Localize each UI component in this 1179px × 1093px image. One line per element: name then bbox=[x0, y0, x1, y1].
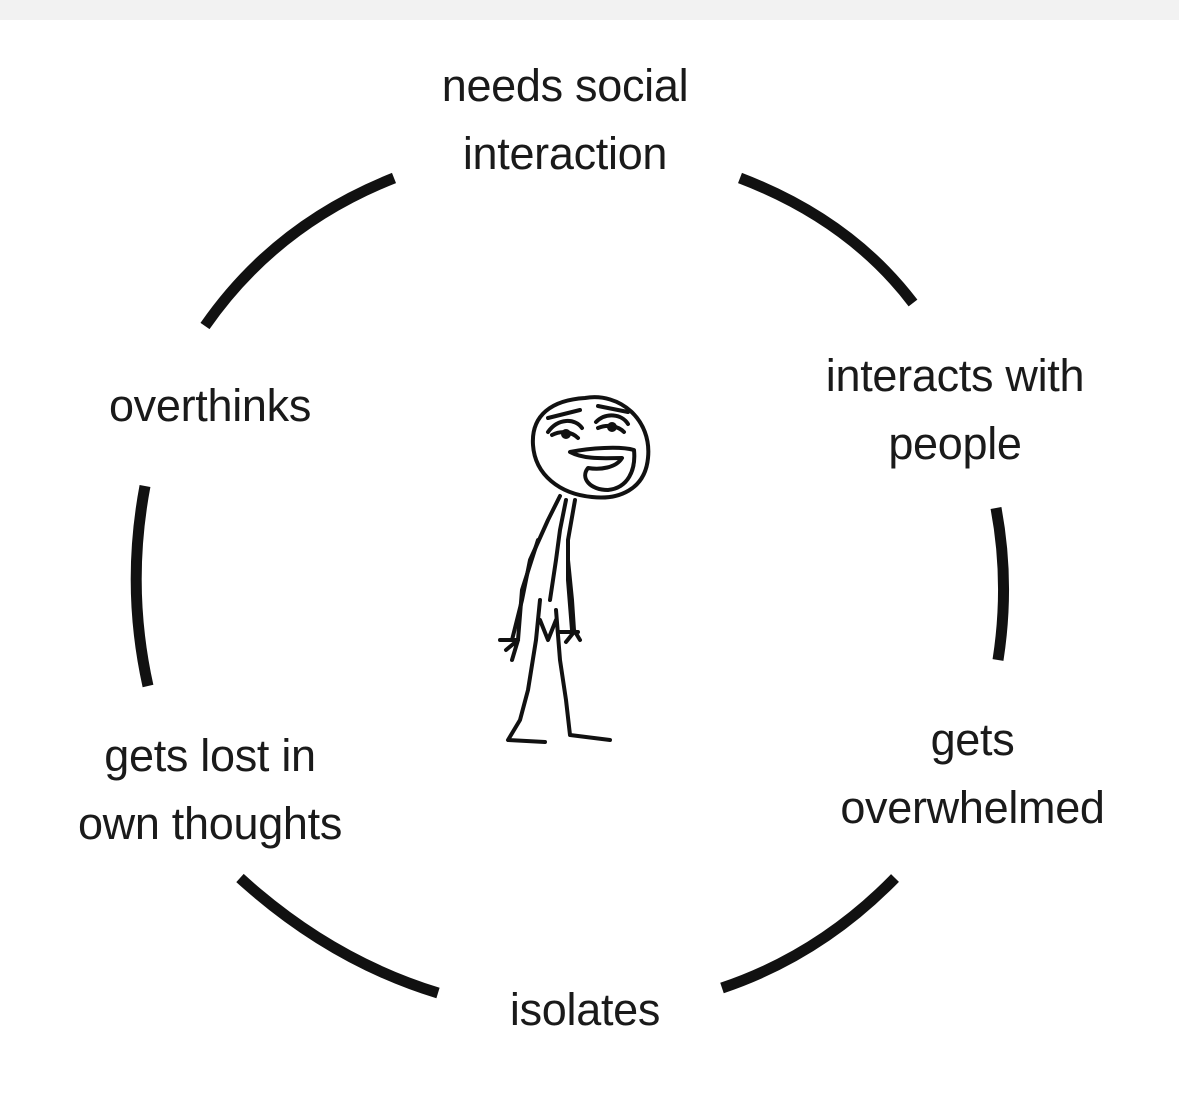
stage-text-line: people bbox=[888, 418, 1022, 469]
figure-arm-right bbox=[558, 558, 582, 644]
top-strip bbox=[0, 0, 1179, 20]
figure-leg-left bbox=[506, 598, 547, 744]
figure-brows bbox=[546, 404, 630, 420]
stage-text-line: needs social bbox=[441, 60, 689, 111]
stage-text-line: overwhelmed bbox=[840, 782, 1105, 833]
figure-mouth bbox=[568, 445, 637, 492]
stage-gets-overwhelmed: gets overwhelmed bbox=[800, 706, 1145, 842]
arc-left bbox=[130, 484, 154, 688]
figure-leg-right bbox=[554, 608, 612, 742]
figure-arm-left bbox=[498, 538, 540, 662]
stage-text-line: interacts with bbox=[825, 350, 1085, 401]
stage-text-line: interaction bbox=[462, 128, 668, 179]
figure-pupil-left bbox=[561, 429, 571, 439]
stage-interacts-with-people: interacts with people bbox=[785, 342, 1125, 478]
arc-bottom-right bbox=[720, 874, 899, 994]
stage-text-line: own thoughts bbox=[77, 798, 343, 849]
figure-head bbox=[530, 395, 651, 500]
stage-isolates: isolates bbox=[470, 976, 700, 1044]
arc-bottom-left bbox=[236, 873, 440, 999]
arc-top-right bbox=[738, 172, 918, 307]
stage-text-line: gets lost in bbox=[104, 730, 316, 781]
stage-overthinks: overthinks bbox=[70, 372, 350, 440]
stage-text-line: overthinks bbox=[108, 380, 312, 431]
stick-figure bbox=[498, 395, 651, 744]
arc-right bbox=[990, 506, 1010, 661]
arc-top-left bbox=[200, 172, 397, 330]
stage-text-line: gets bbox=[930, 714, 1015, 765]
stage-gets-lost-in-own-thoughts: gets lost in own thoughts bbox=[40, 722, 380, 858]
figure-pupil-right bbox=[607, 422, 617, 432]
stage-needs-social-interaction: needs social interaction bbox=[410, 52, 720, 188]
figure-crotch bbox=[538, 618, 558, 642]
stage-text-line: isolates bbox=[509, 984, 661, 1035]
